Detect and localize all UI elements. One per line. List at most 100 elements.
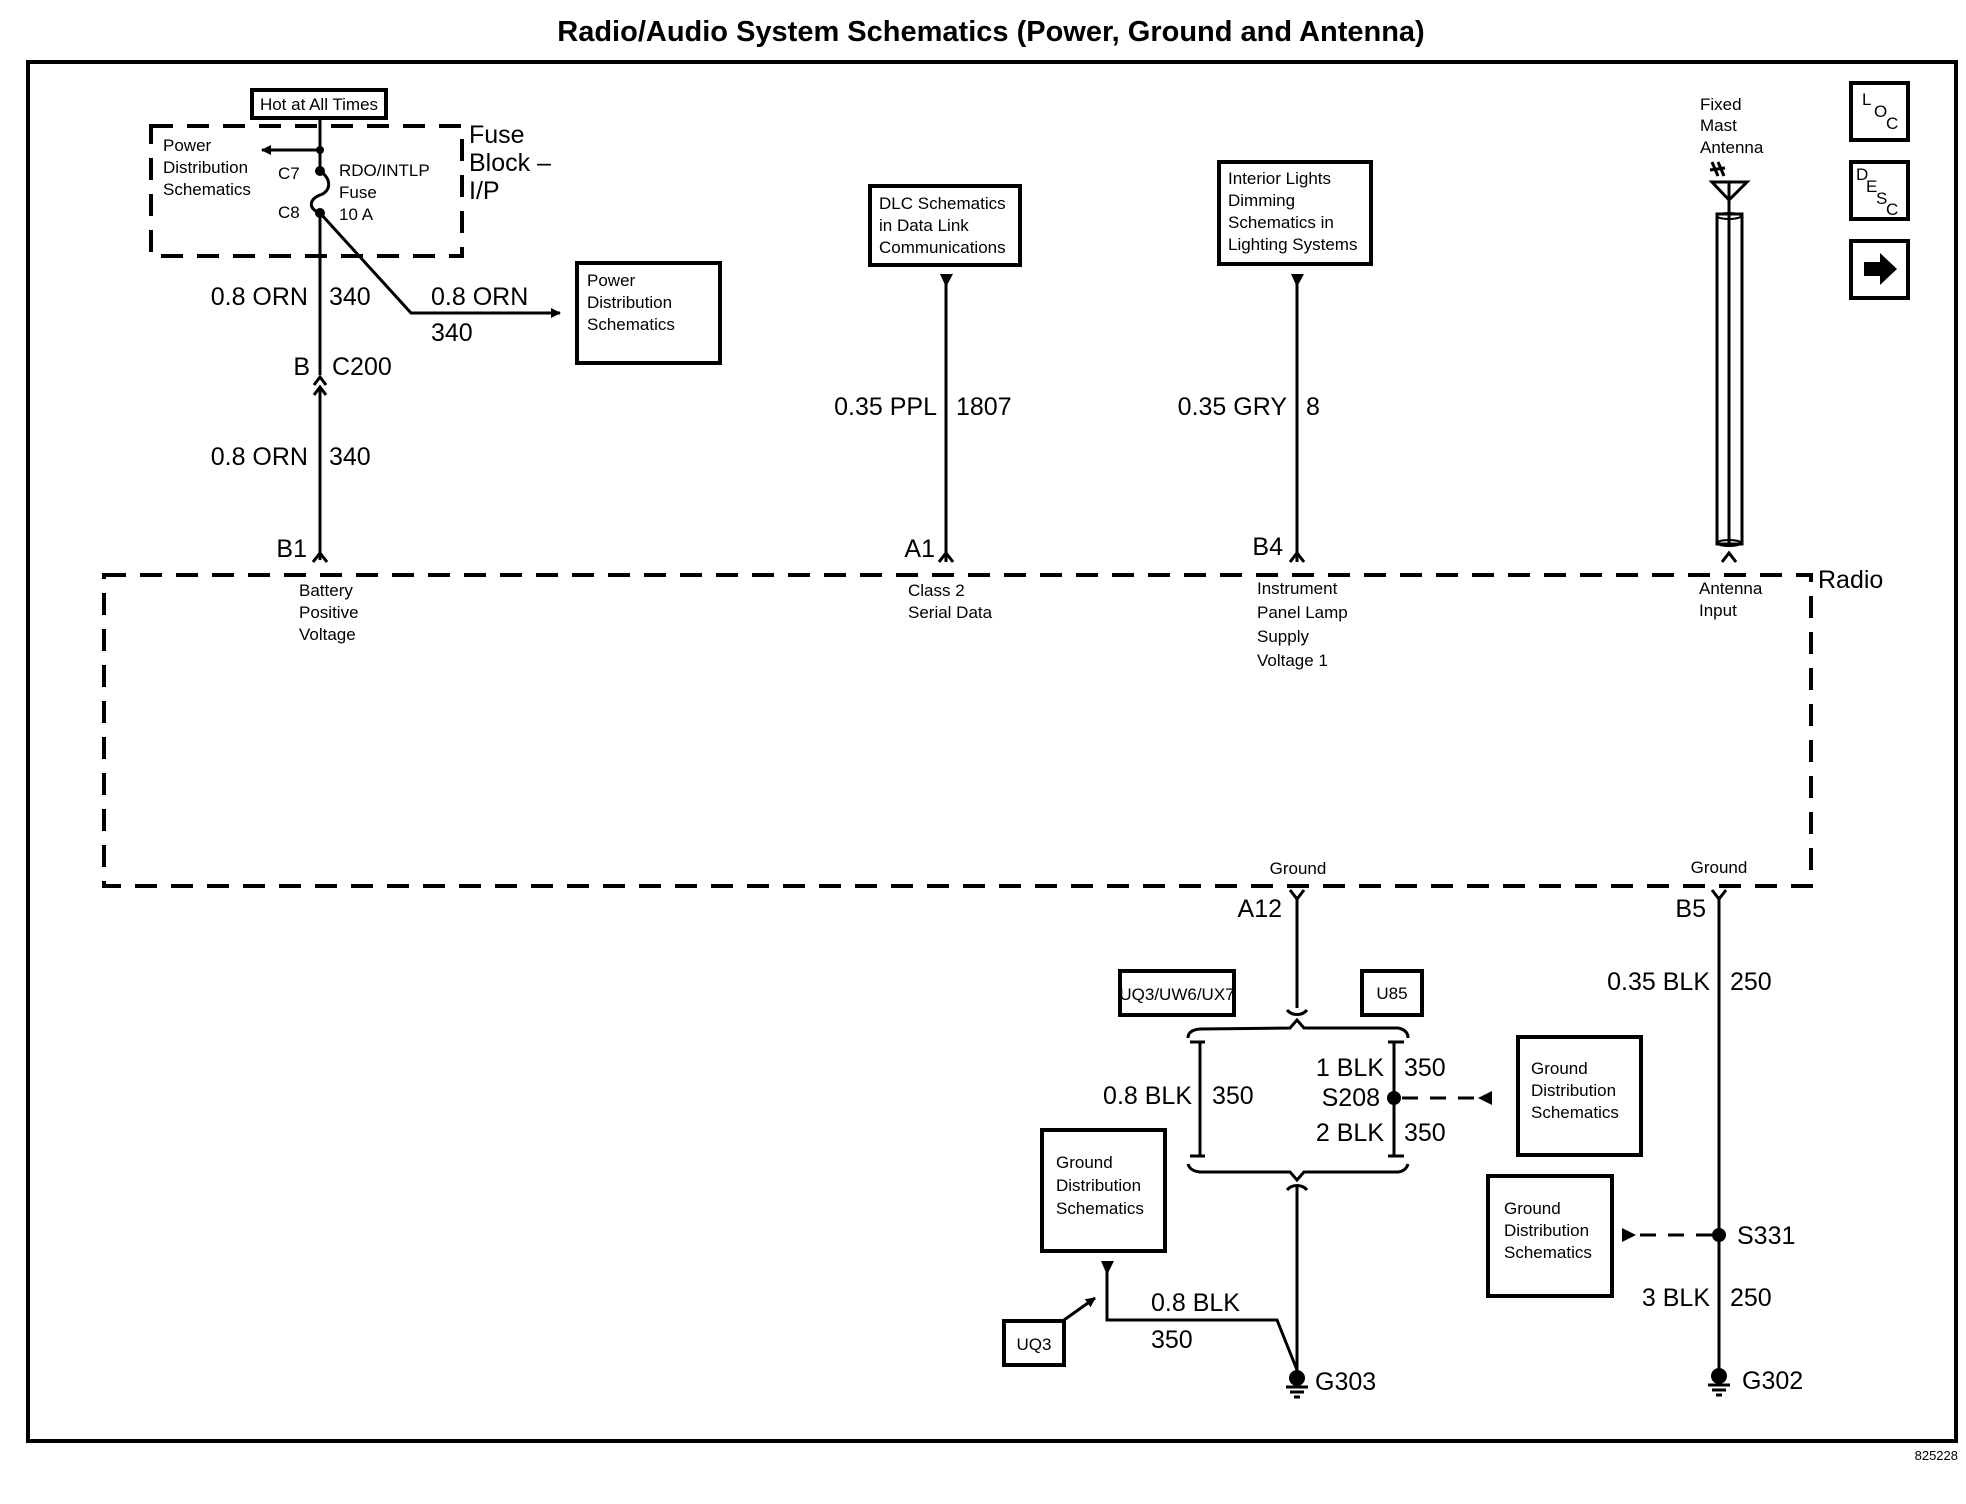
gd2-arrow-icon xyxy=(1101,1261,1114,1275)
wire-350-left-gauge: 0.8 BLK xyxy=(1103,1082,1192,1110)
wire-340-upper-circuit: 340 xyxy=(329,283,371,311)
ground-g302: G302 xyxy=(1708,1367,1803,1397)
option-brace-bottom xyxy=(1186,1163,1410,1183)
fuse-name: RDO/INTLP xyxy=(339,161,430,180)
splice-s208-dot xyxy=(1387,1091,1401,1105)
hot-at-all-times-label: Hot at All Times xyxy=(260,95,378,114)
wire-250-upper-circuit: 250 xyxy=(1730,968,1772,996)
desc-letter-c: C xyxy=(1886,200,1898,219)
pd-box-line-1: Power xyxy=(587,271,636,290)
pin-b5: B5 xyxy=(1675,895,1706,923)
c200-name: C200 xyxy=(332,353,392,381)
wire-1807-circuit: 1807 xyxy=(956,393,1012,421)
wire-350-uq3-circuit: 350 xyxy=(1151,1326,1193,1354)
wire-350-left-circuit: 350 xyxy=(1212,1082,1254,1110)
fixed-mast-antenna: Fixed Mast Antenna xyxy=(1700,95,1764,563)
antenna-signal-icon xyxy=(1709,161,1726,177)
fuse-block: Fuse Block – I/P Hot at All Times Power … xyxy=(149,88,551,258)
pin-b4-desc-1: Instrument xyxy=(1257,579,1338,598)
wire-1807-gauge: 0.35 PPL xyxy=(834,393,937,421)
loc-button[interactable]: L O C xyxy=(1849,81,1910,142)
wire-8-gauge: 0.35 GRY xyxy=(1178,393,1288,421)
ground-distribution-box-2[interactable]: Ground Distribution Schematics xyxy=(1040,1128,1167,1253)
wire-8-circuit: 8 xyxy=(1306,393,1320,421)
pin-a12: A12 xyxy=(1238,895,1282,923)
pin-a1-desc-1: Class 2 xyxy=(908,581,965,600)
c200-pin: B xyxy=(293,353,310,381)
option-brace-top xyxy=(1186,1017,1410,1039)
gd2-line-1: Ground xyxy=(1056,1153,1113,1172)
option-u85: U85 xyxy=(1360,969,1424,1017)
lighting-line-2: Dimming xyxy=(1228,191,1295,210)
power-distribution-box[interactable]: Power Distribution Schematics xyxy=(575,261,722,365)
pin-b4-desc-4: Voltage 1 xyxy=(1257,651,1328,670)
pin-b1-desc-2: Positive xyxy=(299,603,359,622)
pin-b1: B1 xyxy=(276,535,307,563)
ground-g303-icon xyxy=(1286,1385,1308,1399)
s331-ref-arrow-icon xyxy=(1622,1228,1636,1242)
dlc-schematics-box[interactable]: DLC Schematics in Data Link Communicatio… xyxy=(868,184,1022,267)
option-uq3: UQ3 xyxy=(1002,1319,1066,1367)
s208-ref-arrow-icon xyxy=(1478,1091,1492,1105)
option-u85-label: U85 xyxy=(1376,984,1407,1003)
right-arrow-icon xyxy=(1864,253,1897,285)
option-break-icon xyxy=(1285,1008,1309,1016)
wire-350-1-gauge: 1 BLK xyxy=(1316,1054,1384,1082)
loc-letter-l: L xyxy=(1862,90,1871,109)
option-break-icon-2 xyxy=(1285,1184,1309,1192)
desc-letter-e: E xyxy=(1866,177,1877,196)
fuse-block-label-2: Block – xyxy=(469,149,551,177)
wire-350-2-circuit: 350 xyxy=(1404,1119,1446,1147)
pin-a1: A1 xyxy=(904,535,935,563)
ground-g303: G303 xyxy=(1286,1368,1376,1399)
pin-a1-desc-2: Serial Data xyxy=(908,603,993,622)
gd3-line-1: Ground xyxy=(1504,1199,1561,1218)
splice-s331: S331 xyxy=(1737,1222,1795,1250)
fb-power-dist-1: Power xyxy=(163,136,212,155)
wire-340-branch-circuit: 340 xyxy=(431,319,473,347)
ground-distribution-box-1[interactable]: Ground Distribution Schematics xyxy=(1516,1035,1643,1157)
dlc-line-1: DLC Schematics xyxy=(879,194,1006,213)
gd2-line-2: Distribution xyxy=(1056,1176,1141,1195)
next-button[interactable] xyxy=(1849,239,1910,300)
antenna-line-2: Mast xyxy=(1700,116,1737,135)
splice-s208: S208 xyxy=(1322,1084,1380,1112)
lighting-line-3: Schematics in xyxy=(1228,213,1334,232)
outer-frame xyxy=(26,60,1958,1443)
ground-g302-icon xyxy=(1708,1383,1730,1397)
desc-button[interactable]: D E S C xyxy=(1849,160,1910,221)
pin-b1-desc-3: Voltage xyxy=(299,625,356,644)
pd-box-line-3: Schematics xyxy=(587,315,675,334)
pin-b1-connector-icon xyxy=(311,550,329,563)
cavity-c8: C8 xyxy=(278,203,300,222)
page-title: Radio/Audio System Schematics (Power, Gr… xyxy=(557,16,1424,48)
pin-antenna-desc-1: Antenna xyxy=(1699,579,1763,598)
ground-distribution-box-3[interactable]: Ground Distribution Schematics xyxy=(1486,1174,1614,1298)
pin-antenna-desc-2: Input xyxy=(1699,601,1737,620)
desc-letter-d: D xyxy=(1856,165,1868,184)
fuse-icon xyxy=(309,169,331,215)
wire-340-upper-gauge: 0.8 ORN xyxy=(211,283,308,311)
gd3-line-2: Distribution xyxy=(1504,1221,1589,1240)
loc-letter-c: C xyxy=(1886,114,1898,133)
wire-340-branch-gauge: 0.8 ORN xyxy=(431,283,528,311)
fb-power-dist-3: Schematics xyxy=(163,180,251,199)
pin-b1-desc-1: Battery xyxy=(299,581,353,600)
pin-a12-desc: Ground xyxy=(1270,859,1327,878)
loc-letter-o: O xyxy=(1874,102,1887,121)
lighting-schematics-box[interactable]: Interior Lights Dimming Schematics in Li… xyxy=(1217,160,1373,266)
wire-250-lower-gauge: 3 BLK xyxy=(1642,1284,1710,1312)
gd2-line-3: Schematics xyxy=(1056,1199,1144,1218)
radio-label: Radio xyxy=(1818,566,1883,594)
gd1-line-2: Distribution xyxy=(1531,1081,1616,1100)
wire-350-1-circuit: 350 xyxy=(1404,1054,1446,1082)
cavity-c7: C7 xyxy=(278,164,300,183)
fuse-label: Fuse xyxy=(339,183,377,202)
option-uq3-label: UQ3 xyxy=(1017,1335,1052,1354)
pin-a1-connector-icon xyxy=(937,550,955,563)
dlc-line-3: Communications xyxy=(879,238,1006,257)
wire-250-lower-circuit: 250 xyxy=(1730,1284,1772,1312)
gd1-line-3: Schematics xyxy=(1531,1103,1619,1122)
wire-350-2-gauge: 2 BLK xyxy=(1316,1119,1384,1147)
